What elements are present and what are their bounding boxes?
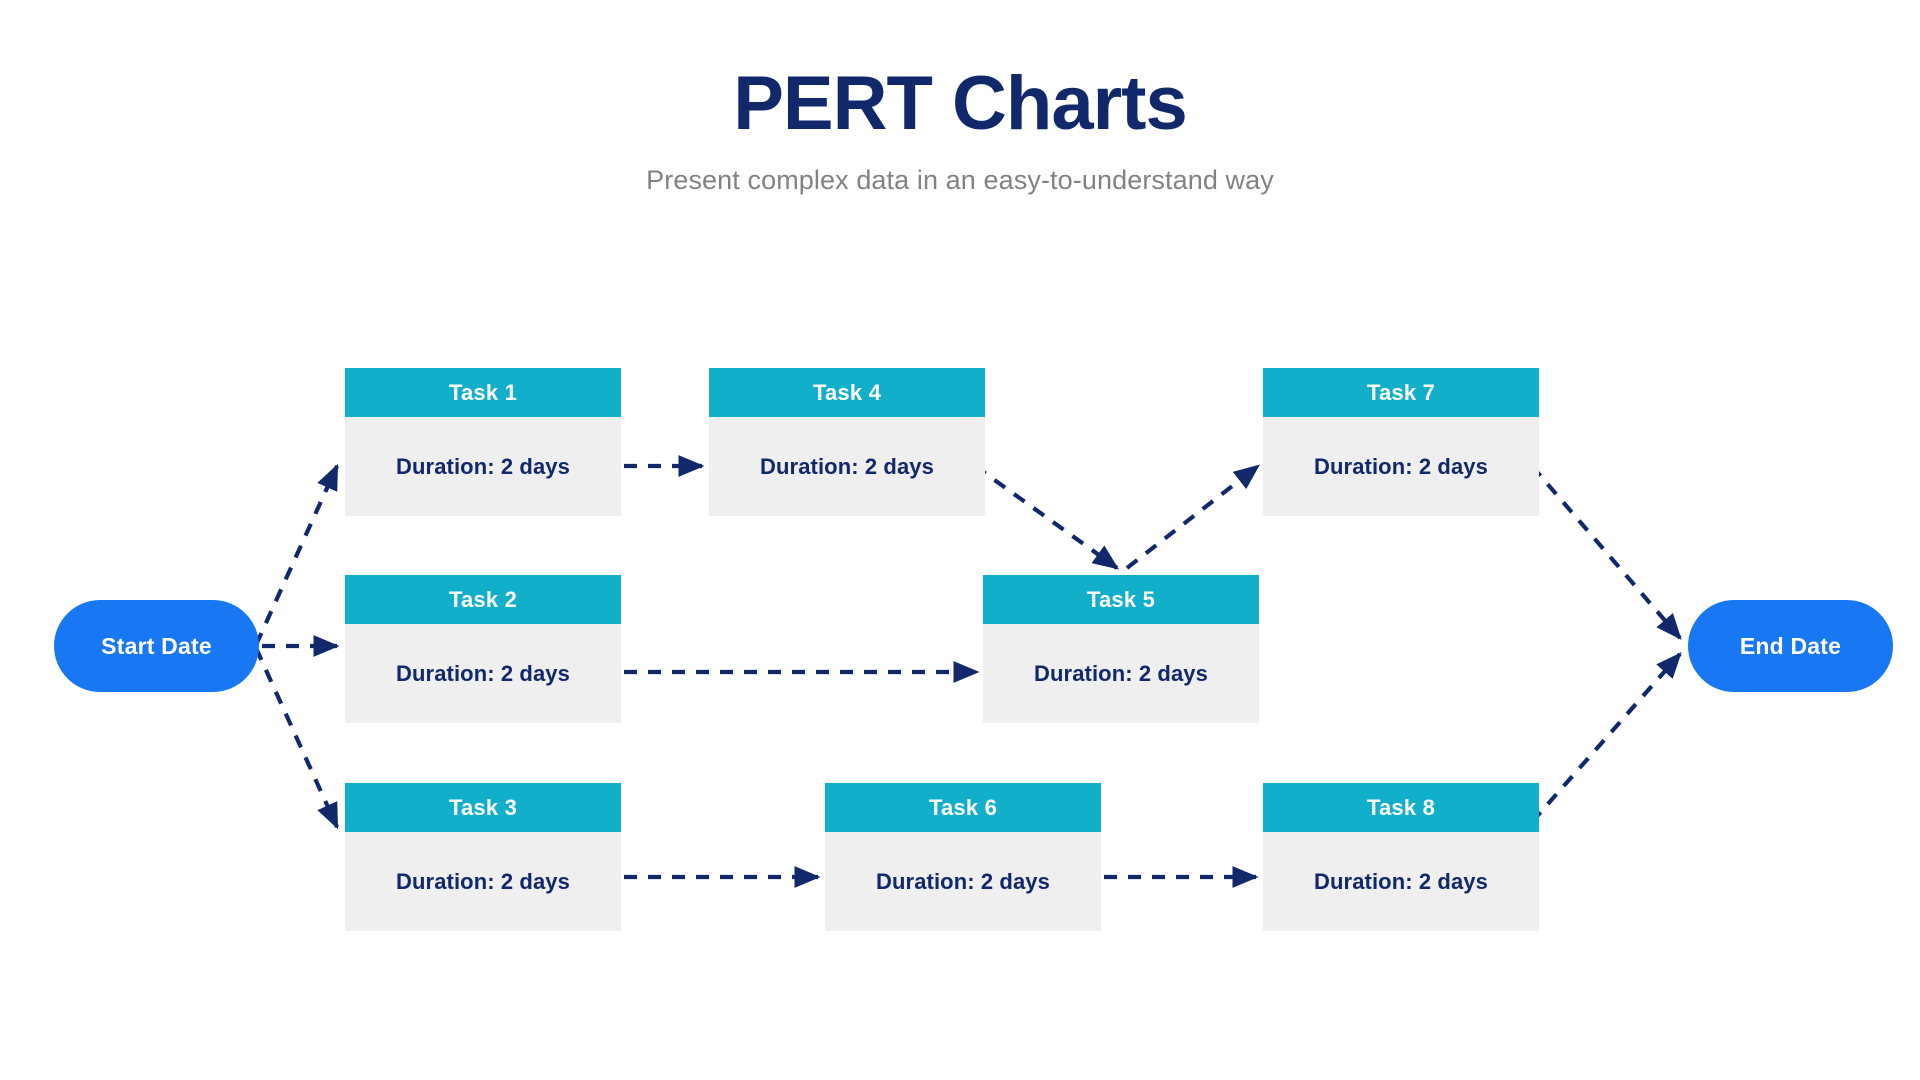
- edge-task4-task5: [973, 464, 1120, 570]
- task-card-task2[interactable]: Task 2 Duration: 2 days: [345, 575, 621, 723]
- task-title: Task 5: [983, 575, 1259, 624]
- task-duration: Duration: 2 days: [983, 624, 1259, 723]
- task-duration: Duration: 2 days: [345, 624, 621, 723]
- edge-task8-end: [1530, 652, 1682, 824]
- task-card-task7[interactable]: Task 7 Duration: 2 days: [1263, 368, 1539, 516]
- task-duration: Duration: 2 days: [825, 832, 1101, 931]
- task-duration: Duration: 2 days: [709, 417, 985, 516]
- edge-task7-end: [1530, 464, 1682, 640]
- end-date-node[interactable]: End Date: [1688, 600, 1893, 692]
- task-card-task3[interactable]: Task 3 Duration: 2 days: [345, 783, 621, 931]
- edge-start-task3: [254, 647, 339, 830]
- end-date-label: End Date: [1739, 632, 1842, 659]
- edge-task5-task7: [1125, 464, 1260, 570]
- task-duration: Duration: 2 days: [345, 417, 621, 516]
- task-title: Task 2: [345, 575, 621, 624]
- start-date-node[interactable]: Start Date: [54, 600, 259, 692]
- task-duration: Duration: 2 days: [1263, 832, 1539, 931]
- page-subtitle: Present complex data in an easy-to-under…: [646, 165, 1274, 196]
- task-title: Task 8: [1263, 783, 1539, 832]
- task-title: Task 6: [825, 783, 1101, 832]
- task-card-task4[interactable]: Task 4 Duration: 2 days: [709, 368, 985, 516]
- task-title: Task 3: [345, 783, 621, 832]
- task-card-task8[interactable]: Task 8 Duration: 2 days: [1263, 783, 1539, 931]
- task-duration: Duration: 2 days: [345, 832, 621, 931]
- task-title: Task 4: [709, 368, 985, 417]
- start-date-label: Start Date: [101, 632, 212, 659]
- task-title: Task 1: [345, 368, 621, 417]
- task-card-task6[interactable]: Task 6 Duration: 2 days: [825, 783, 1101, 931]
- header: PERT Charts Present complex data in an e…: [0, 60, 1920, 196]
- page-title: PERT Charts: [733, 61, 1188, 146]
- task-title: Task 7: [1263, 368, 1539, 417]
- task-card-task5[interactable]: Task 5 Duration: 2 days: [983, 575, 1259, 723]
- task-duration: Duration: 2 days: [1263, 417, 1539, 516]
- task-card-task1[interactable]: Task 1 Duration: 2 days: [345, 368, 621, 516]
- edge-start-task1: [254, 463, 339, 646]
